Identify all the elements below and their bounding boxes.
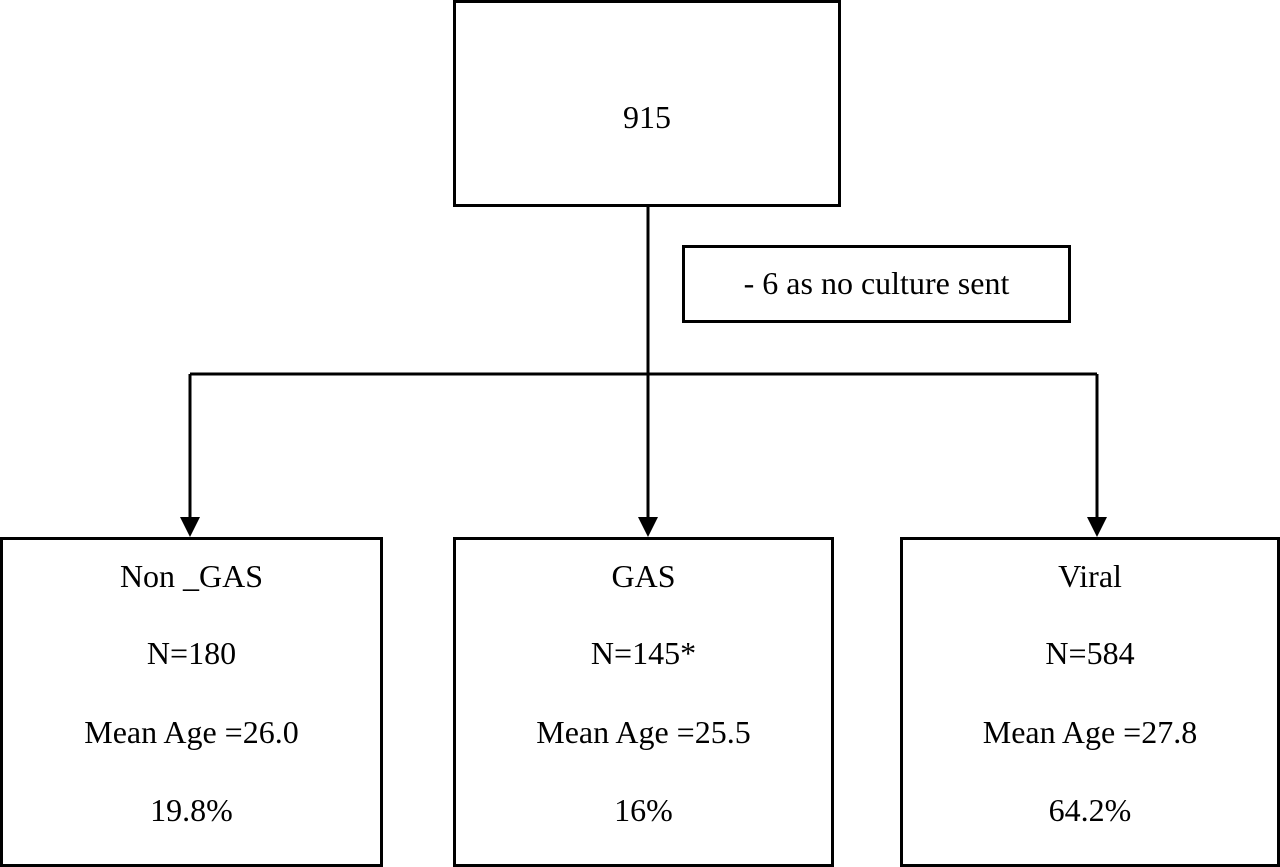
- root-node-box: 915: [453, 0, 841, 207]
- exclusion-note-label: - 6 as no culture sent: [743, 265, 1010, 301]
- group-box-viral: Viral N=584 Mean Age =27.8 64.2%: [900, 537, 1280, 867]
- group-mean-age: Mean Age =25.5: [536, 714, 751, 750]
- group-percent: 19.8%: [150, 792, 233, 828]
- group-box-non-gas: Non _GAS N=180 Mean Age =26.0 19.8%: [0, 537, 383, 867]
- group-count: N=584: [1045, 635, 1135, 671]
- root-node-label: 915: [623, 99, 671, 135]
- group-percent: 64.2%: [1048, 792, 1132, 828]
- group-name: Viral: [1058, 558, 1122, 594]
- arrowhead-non-gas: [180, 517, 200, 537]
- group-name: GAS: [611, 558, 676, 594]
- group-count: N=145*: [590, 635, 697, 671]
- group-name: Non _GAS: [119, 558, 264, 594]
- arrowhead-viral: [1087, 517, 1107, 537]
- group-mean-age: Mean Age =26.0: [84, 714, 299, 750]
- arrowhead-gas: [638, 517, 658, 537]
- group-count: N=180: [146, 635, 237, 671]
- group-percent: 16%: [614, 792, 673, 828]
- group-box-gas: GAS N=145* Mean Age =25.5 16%: [453, 537, 834, 867]
- group-mean-age: Mean Age =27.8: [982, 714, 1198, 750]
- exclusion-note-box: - 6 as no culture sent: [682, 245, 1071, 323]
